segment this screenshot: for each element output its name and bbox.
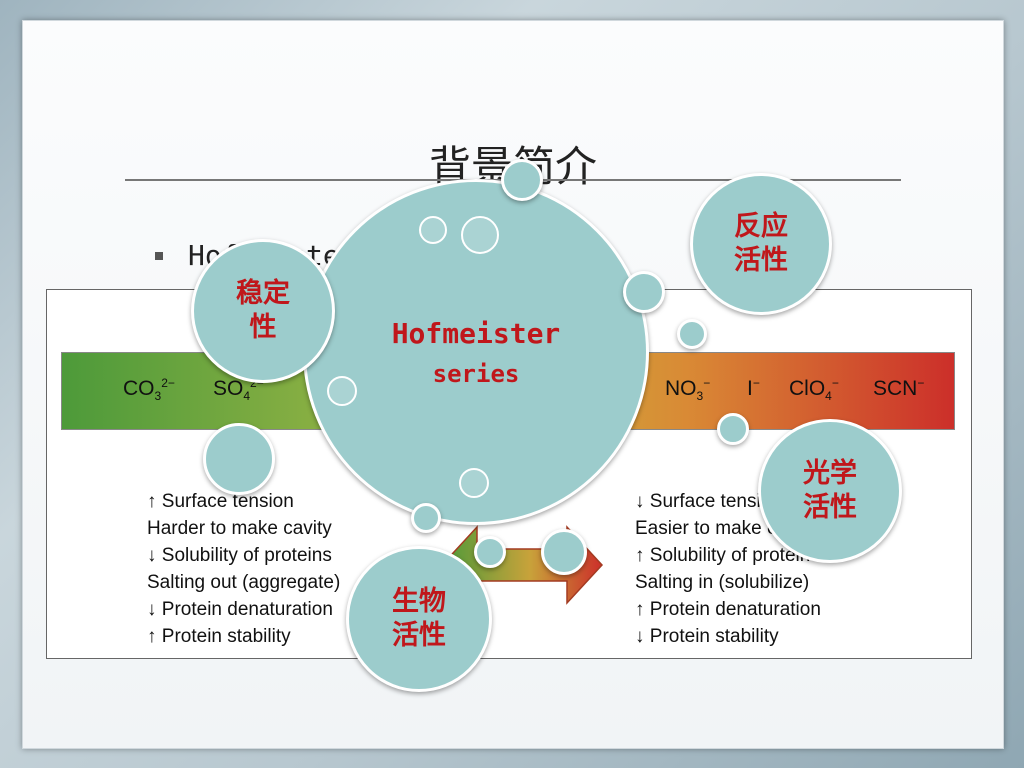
small-bubble xyxy=(677,319,707,349)
right-properties-list: ↓ Surface tension Easier to make cavity … xyxy=(635,488,821,650)
ion-i: I− xyxy=(747,376,760,400)
left-properties-list: ↑ Surface tension Harder to make cavity … xyxy=(147,488,340,650)
optical-bubble: 光学 活性 xyxy=(758,419,902,563)
biological-bubble: 生物 活性 xyxy=(346,546,492,692)
ion-clo4: ClO4− xyxy=(789,376,839,404)
small-bubble xyxy=(623,271,665,313)
stability-label: 稳定 性 xyxy=(236,278,290,343)
small-bubble xyxy=(474,536,506,568)
right-property: Salting in (solubilize) xyxy=(635,572,810,593)
outline-bubble xyxy=(459,468,489,498)
ion-co3: CO32− xyxy=(123,376,175,404)
reactivity-bubble: 反应 活性 xyxy=(690,173,832,315)
outline-bubble xyxy=(419,216,447,244)
left-property: Salting out (aggregate) xyxy=(147,572,341,593)
center-bubble-subtitle: series xyxy=(432,359,520,388)
center-bubble-title: Hofmeister xyxy=(391,316,561,350)
ion-no3: NO3− xyxy=(665,376,711,404)
reactivity-label: 反应 活性 xyxy=(734,211,788,276)
optical-label: 光学 活性 xyxy=(803,458,857,523)
ion-scn: SCN− xyxy=(873,376,925,400)
right-property: ↓ Surface tension xyxy=(635,491,782,512)
small-bubble xyxy=(411,503,441,533)
left-property: ↓ Protein denaturation xyxy=(147,599,333,620)
small-bubble xyxy=(717,413,749,445)
bullet-square-icon xyxy=(155,252,163,260)
left-property: ↑ Protein stability xyxy=(147,626,291,647)
biological-label: 生物 活性 xyxy=(392,586,446,651)
stability-bubble: 稳定 性 xyxy=(191,239,335,383)
small-bubble xyxy=(501,159,543,201)
small-bubble xyxy=(541,529,587,575)
outline-bubble xyxy=(461,216,499,254)
slide: 背景简介 Hofmeister CO32− SO42− NO3− I− ClO4… xyxy=(22,20,1004,749)
small-bubble xyxy=(203,423,275,495)
right-property: ↓ Protein stability xyxy=(635,626,779,647)
left-property: ↓ Solubility of proteins xyxy=(147,545,332,566)
left-property: Harder to make cavity xyxy=(147,518,332,539)
outline-bubble xyxy=(327,376,357,406)
right-property: ↑ Protein denaturation xyxy=(635,599,821,620)
left-property: ↑ Surface tension xyxy=(147,491,294,512)
right-property: ↑ Solubility of proteins xyxy=(635,545,820,566)
